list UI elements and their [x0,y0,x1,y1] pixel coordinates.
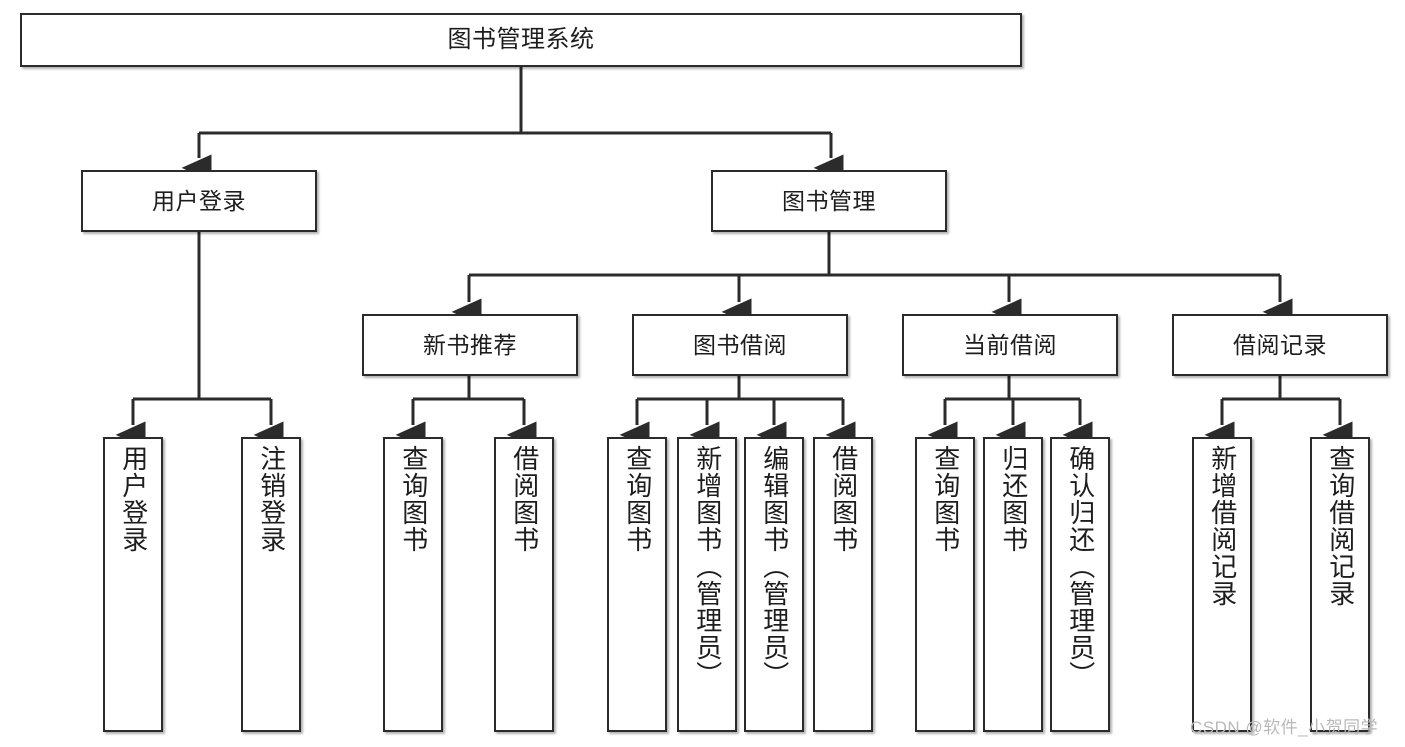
node-label: 注销登录 [256,445,287,553]
leaf-query-book-borrow[interactable]: 查询图书 [607,437,667,732]
node-label: 用户登录 [152,187,246,214]
leaf-logout[interactable]: 注销登录 [241,437,301,732]
leaf-user-login[interactable]: 用户登录 [103,437,163,732]
node-label: 新书推荐 [423,331,517,358]
node-label: 查询图书 [398,445,429,553]
node-user-login[interactable]: 用户登录 [81,170,317,232]
leaf-add-borrow-record[interactable]: 新增借阅记录 [1192,437,1252,732]
node-root[interactable]: 图书管理系统 [20,13,1022,67]
node-book-borrow[interactable]: 图书借阅 [632,314,848,376]
node-current-borrow[interactable]: 当前借阅 [902,314,1118,376]
node-label: 查询图书 [622,445,653,553]
leaf-confirm-return-admin[interactable]: 确认归还（管理员） [1050,437,1110,732]
node-label: 当前借阅 [963,331,1057,358]
node-label: 借阅记录 [1233,331,1327,358]
node-borrow-record[interactable]: 借阅记录 [1172,314,1388,376]
node-label: 查询借阅记录 [1325,445,1356,607]
watermark: CSDN @软件_小贺同学 [1190,718,1379,737]
leaf-return-book[interactable]: 归还图书 [983,437,1043,732]
node-label: 新增借阅记录 [1207,445,1238,607]
node-label: 归还图书 [998,445,1029,553]
leaf-add-book-admin[interactable]: 新增图书（管理员） [677,437,737,732]
leaf-borrow-book-recommend[interactable]: 借阅图书 [494,437,554,732]
node-label: 图书管理 [782,187,876,214]
node-label: 图书借阅 [693,331,787,358]
node-label: 图书管理系统 [447,26,595,53]
node-new-book-recommend[interactable]: 新书推荐 [362,314,578,376]
node-label: 确认归还（管理员） [1065,445,1096,688]
node-label: 新增图书（管理员） [692,445,723,688]
node-label: 编辑图书（管理员） [759,445,790,688]
leaf-query-borrow-record[interactable]: 查询借阅记录 [1310,437,1370,732]
node-label: 借阅图书 [828,445,859,553]
node-label: 用户登录 [118,445,149,553]
node-label: 借阅图书 [509,445,540,553]
node-book-management[interactable]: 图书管理 [711,170,947,232]
leaf-borrow-book[interactable]: 借阅图书 [813,437,873,732]
leaf-edit-book-admin[interactable]: 编辑图书（管理员） [744,437,804,732]
leaf-query-book-recommend[interactable]: 查询图书 [383,437,443,732]
node-label: 查询图书 [930,445,961,553]
leaf-query-book-current[interactable]: 查询图书 [915,437,975,732]
